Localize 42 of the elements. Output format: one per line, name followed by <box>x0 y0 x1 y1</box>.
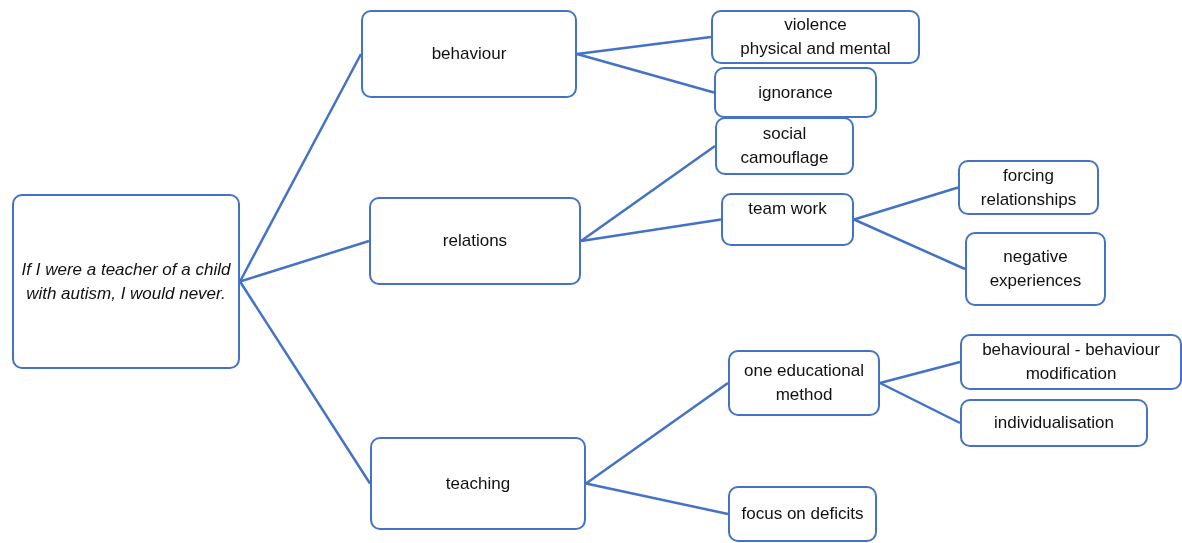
node-text: focus on deficits <box>741 503 864 525</box>
connector-line <box>580 145 716 242</box>
concept-box <box>960 399 1148 447</box>
node-text: ignorance <box>758 81 833 104</box>
connector-line <box>585 482 729 516</box>
node-text: behaviour <box>431 43 507 65</box>
concept-box <box>728 486 877 542</box>
node-text: individualisation <box>994 412 1114 434</box>
connector-line <box>580 218 722 243</box>
concept-box <box>370 437 586 530</box>
node-text: behavioural - behaviour modification <box>981 339 1161 385</box>
concept-box <box>369 197 581 285</box>
node-text: negative experiences <box>988 246 1083 292</box>
node-text: teaching <box>445 472 511 495</box>
connector-line <box>853 186 959 221</box>
concept-box <box>728 350 880 416</box>
concept-box <box>12 194 240 369</box>
node-text: relations <box>442 230 508 252</box>
connector-line <box>576 35 712 56</box>
node-text: social camouflage <box>739 123 830 169</box>
node-text: violence <box>784 14 847 36</box>
concept-box <box>714 67 877 118</box>
connector-line <box>238 53 363 283</box>
concept-box <box>965 232 1106 306</box>
concept-box <box>721 193 854 246</box>
node-text: forcing relationships <box>979 164 1078 211</box>
node-text: team work <box>748 198 827 220</box>
concept-box <box>960 334 1182 390</box>
connector-line <box>585 381 729 485</box>
node-text: one educational method <box>742 360 865 406</box>
connector-line <box>239 239 370 283</box>
concept-box <box>711 10 920 64</box>
concept-box <box>958 160 1099 215</box>
node-text: If I were a teacher of a child with autism, I would never. <box>20 258 232 305</box>
connector-line <box>238 280 372 485</box>
connector-line <box>879 360 961 385</box>
connector-line <box>879 381 961 425</box>
connector-line <box>853 218 966 271</box>
concept-box <box>715 117 854 175</box>
node-text: physical and mental <box>740 38 891 60</box>
concept-box <box>361 10 577 98</box>
connector-line <box>576 52 715 94</box>
